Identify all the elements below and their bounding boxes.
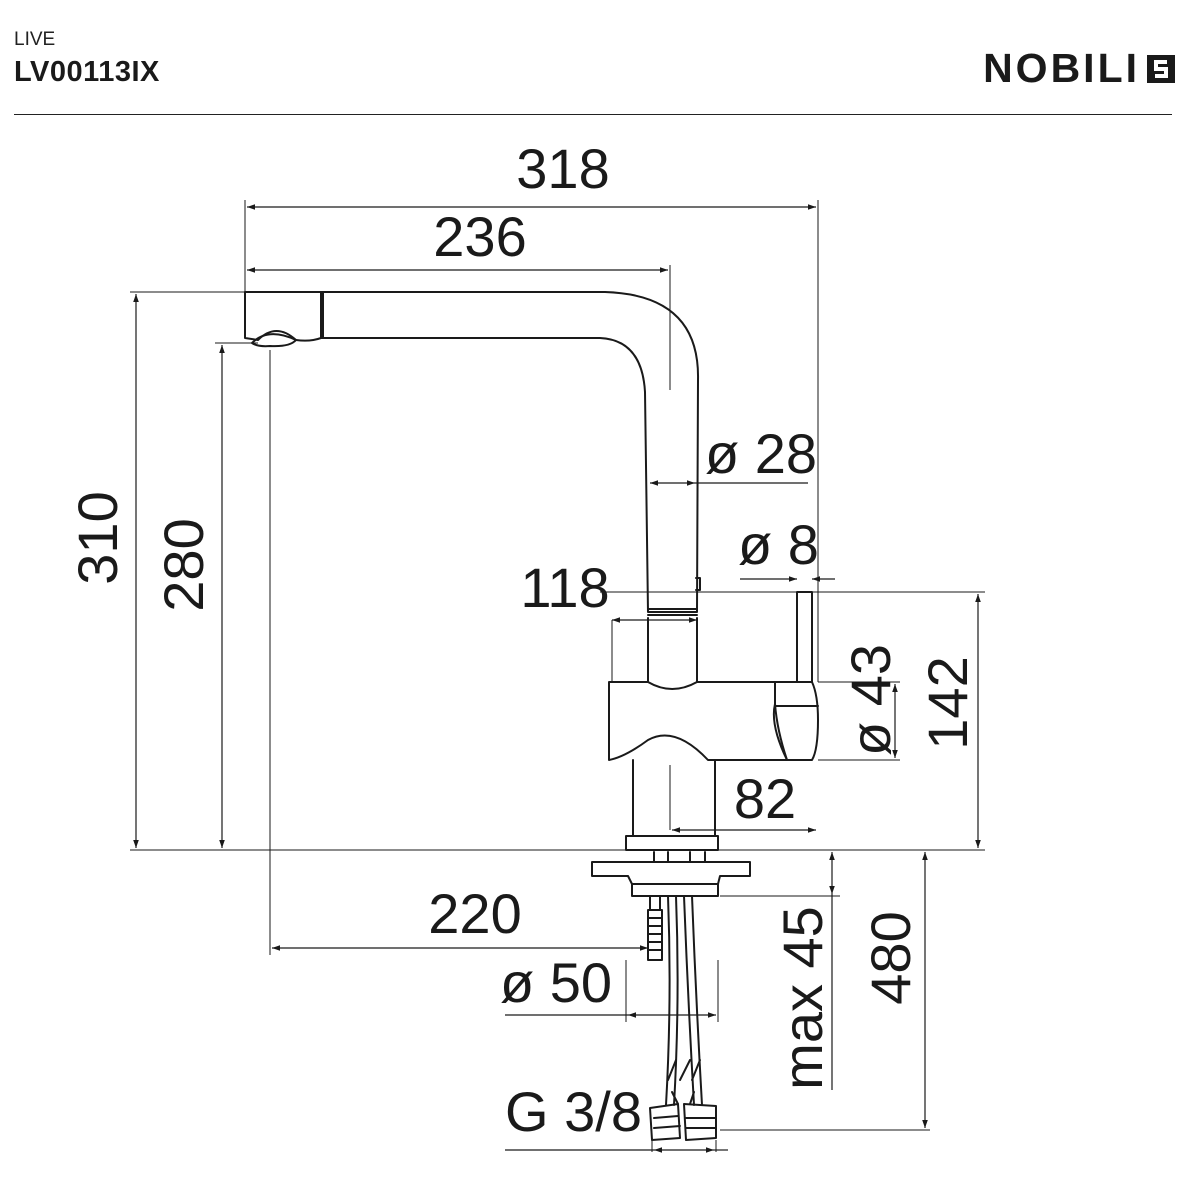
- aerator: [251, 333, 297, 348]
- extension-lines: [130, 200, 985, 1152]
- label-lever-diameter: ø 8: [738, 513, 819, 576]
- faucet-outline: [244, 291, 819, 1141]
- body-column: [632, 759, 716, 837]
- label-hose-offset: 220: [428, 882, 521, 945]
- brand-logo: NOBILI: [983, 48, 1176, 89]
- fixing-nut: [631, 883, 719, 897]
- label-spout-diameter: ø 28: [705, 422, 817, 485]
- header-divider: [14, 114, 1172, 115]
- brand-name: NOBILI: [983, 45, 1140, 91]
- header: LIVE LV00113IX NOBILI: [0, 0, 1200, 120]
- label-connection: G 3/8: [505, 1080, 642, 1143]
- label-overall-width: 318: [516, 137, 609, 200]
- label-lever-offset: 118: [520, 556, 609, 619]
- label-body-depth: 82: [734, 767, 796, 830]
- spout-tip: [244, 291, 297, 341]
- label-outlet-height: 280: [152, 518, 215, 611]
- product-code: LV00113IX: [14, 56, 160, 88]
- label-spout-reach: 236: [433, 205, 526, 268]
- connector-left: [649, 1103, 681, 1141]
- label-base-diameter: ø 50: [500, 951, 612, 1014]
- label-lever-height: 142: [916, 656, 979, 749]
- lever-knob: [774, 681, 819, 761]
- label-body-diameter: ø 43: [839, 644, 902, 756]
- spout: [244, 291, 700, 613]
- label-deck-thickness: max 45: [771, 906, 834, 1090]
- dimension-labels: 318 236 310 280 ø 28 ø 8 118 ø 43 142 82…: [66, 137, 979, 1143]
- label-total-height: 310: [66, 491, 129, 584]
- lever: [796, 591, 813, 683]
- dimension-lines: [133, 204, 981, 1153]
- brand-mark-icon: [1147, 54, 1175, 83]
- valve-body: [608, 681, 788, 761]
- mounting-collar: [625, 835, 719, 851]
- connector-right: [683, 1103, 717, 1141]
- fixing-plate: [591, 861, 751, 885]
- hose-left: [665, 895, 671, 1106]
- label-hose-length: 480: [859, 911, 922, 1004]
- series-name: LIVE: [14, 29, 56, 50]
